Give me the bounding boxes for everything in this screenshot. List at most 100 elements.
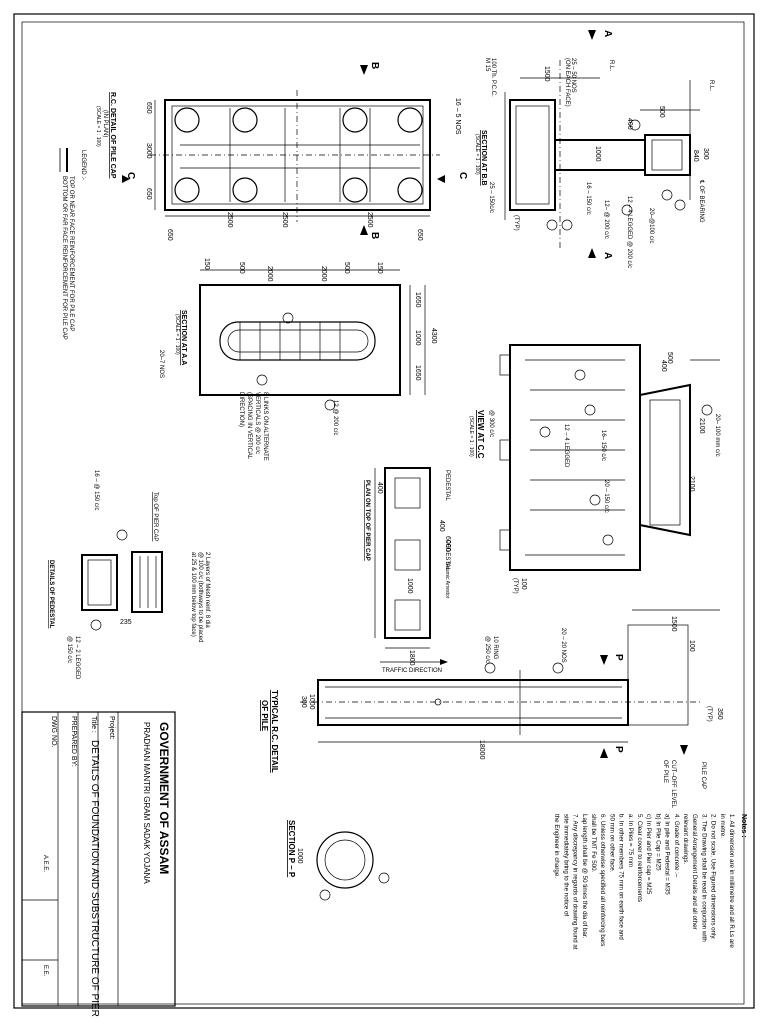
pcp-pedestal-2: PEDESTAL — [444, 540, 450, 572]
notes-line: shall be TMT Fe 500. — [590, 814, 597, 873]
notes-line: c) In Pier and Pier cap = M25 — [645, 814, 652, 895]
plan-dim-2: 2500 — [226, 212, 233, 228]
plan-dim-4: 2500 — [366, 212, 373, 228]
bb-d1000: 1000 — [594, 146, 601, 162]
cc-bar2: 16– 150 c/c — [600, 430, 606, 461]
aa-overall: 4300 — [430, 328, 437, 344]
dwg-label: DWG NO. — [50, 716, 57, 748]
plan-subtitle: (IN PLAN) — [102, 110, 108, 137]
title-label: Title : — [90, 716, 97, 733]
bb-bar1: 25 – 50 NOS — [570, 58, 576, 93]
pile-title: TYPICAL R.C. DETAIL — [270, 690, 279, 773]
pile-detail — [300, 609, 720, 901]
pile-typ: (TYP) — [706, 706, 712, 722]
notes-line: a. In Piles = 75 mm — [627, 814, 634, 867]
notes-line: 3. The Drawing shall be read in conjucti… — [700, 814, 707, 942]
notes-line: the Engineer in charge. — [553, 814, 560, 878]
ped-top: Top OF PIER CAP — [152, 492, 158, 541]
cc-bar1: 12 – 4 LEGGED — [563, 424, 569, 468]
pcp-d400a: 400 — [376, 482, 383, 494]
bb-d400: 400 — [626, 118, 633, 130]
aa-dim-2: 500 — [238, 262, 245, 274]
aa-bar3b: VERTICALS @ 200 c/c — [254, 392, 260, 454]
aa-bar2: 12 @ 200 c/c — [332, 400, 338, 435]
pier-cap-plan — [374, 467, 448, 665]
pile-d1500: 1500 — [670, 616, 677, 632]
plan-dim-3: 2500 — [281, 212, 288, 228]
notes-line: a) In pile and Pedestal = M35 — [664, 814, 671, 895]
notes-line: relevant drawings. — [682, 814, 689, 864]
section-bb — [504, 30, 700, 258]
pcp-d1000: 1000 — [406, 578, 413, 594]
aa-dim-3: 2000 — [266, 266, 273, 282]
notes-line: 2. Do not scale. Use Figured dimensions … — [710, 814, 717, 940]
plan-scale: (SCALE = 1 : 100) — [95, 106, 101, 147]
bb-typ: (TYP) — [513, 215, 519, 231]
bb-scale: (SCALE = 1 : 100) — [474, 134, 480, 175]
notes-line: General Arrangement Details and all othe… — [691, 814, 698, 930]
notes-lines: 1. All dimension are in millimetre and a… — [553, 814, 735, 950]
notes-block: Notes : 1. All dimension are in millimet… — [553, 814, 747, 950]
pile-section-d1000: 1000 — [296, 848, 303, 864]
bb-pcc-mix: M 15 — [484, 58, 490, 72]
plan-vdim-1: 650 — [145, 102, 152, 114]
legend-title: LEGEND :- — [80, 150, 86, 180]
bb-d500: 500 — [658, 106, 665, 118]
inner-border — [21, 21, 745, 1005]
pile-section-title: SECTION P – P — [287, 820, 296, 878]
legend-top: TOP OR NEAR FACE REINFORCEMENT FOR PILE … — [68, 176, 74, 331]
pile-sec-p-top: P — [613, 654, 624, 661]
ped-mesh2: @ 100 c/c (bothways to be placed — [197, 552, 203, 642]
ped-mesh3: at 25 & 100 mm below top face) — [190, 552, 196, 637]
plan-vdim-2: 3000 — [145, 143, 152, 159]
legend-bottom: BOTTOM OR FAR FACE REINFORCEMENT FOR PIL… — [61, 176, 67, 340]
cc-bar1b: @ 300 c/c — [488, 410, 494, 437]
ped-bar2b: @ 150 c/c — [66, 636, 72, 663]
pedestal-detail — [81, 529, 163, 631]
pcp-pedestal-1: PEDESTAL — [444, 470, 450, 502]
notes-line: 7. Any discrepancy in regards of drawing… — [572, 814, 579, 950]
notes-line: 6. Unless otherwise specified all reinfo… — [599, 814, 606, 946]
aa-vdim-1: 1650 — [414, 292, 421, 308]
bb-bar6: 20–@100 c/c — [648, 208, 654, 243]
plan-sec-b-top: B — [369, 62, 380, 69]
cc-bar4: 20– 100 mm c/c — [714, 414, 720, 457]
section-aa — [199, 269, 426, 411]
pcp-d400b: 400 — [438, 520, 445, 532]
project-label: Project: — [108, 716, 115, 740]
aa-bar1: 20–7 NOS — [158, 350, 164, 378]
pile-pilecap: PILE CAP — [700, 762, 706, 789]
notes-line: site immediately bring to the notice of — [562, 814, 569, 916]
bb-rl-1: R.L. — [608, 60, 614, 71]
outer-border — [13, 13, 755, 1009]
bb-bar4: 12 – 4 LEGGED @ 200 c/c — [626, 196, 632, 268]
ped-d235: 235 — [120, 619, 132, 626]
aa-dim-1: 150 — [203, 258, 210, 270]
bb-d300: 300 — [702, 148, 709, 160]
bb-pcc: 100 Th. P.C.C. — [490, 58, 496, 97]
bb-bar3: 16 – 150 c/c — [585, 182, 591, 215]
aa-scale: (SCALE = 1 : 100) — [174, 314, 180, 355]
pcp-traffic: TRAFFIC DIRECTION — [382, 668, 442, 674]
pile-d300: 300 — [300, 696, 307, 708]
bb-title: SECTION AT B.B — [480, 130, 487, 186]
pile-bar2: 10 RING — [492, 636, 498, 660]
title-value: DETAILS OF FOUNDATION AND SUBSTRUCTURE O… — [89, 740, 100, 1017]
aa-bar3: 8 LINKS ON ALTERNATE — [262, 392, 268, 461]
notes-title: Notes : — [740, 814, 747, 838]
pile-sec-p-bottom: P — [613, 746, 624, 753]
aa-bar3d: DIRECTION) — [238, 392, 244, 427]
notes-line: Lap length shall be @ 50 times the dia o… — [581, 814, 588, 939]
plan-dim-1: 650 — [166, 229, 173, 241]
ped-mesh: 2 Layers of Mesh reinf. 8 dia — [204, 552, 210, 628]
prepared-label: PREPARED BY: — [70, 716, 77, 767]
pile-d350: 350 — [716, 708, 723, 720]
cc-scale: (SCALE = 1 : 100) — [468, 416, 474, 457]
pile-cutoff2: OF PILE — [662, 760, 668, 783]
bb-bar5: 12– @ 200 c/c — [603, 200, 609, 239]
notes-line: b. In other members 75 mm on earth face … — [618, 814, 625, 940]
bb-bearing: ℄ OF BEARING — [698, 179, 704, 223]
cc-d400: 400 — [660, 360, 667, 372]
pile-d1000: 1000 — [308, 694, 315, 710]
cc-d2100b: 2100 — [688, 476, 695, 492]
